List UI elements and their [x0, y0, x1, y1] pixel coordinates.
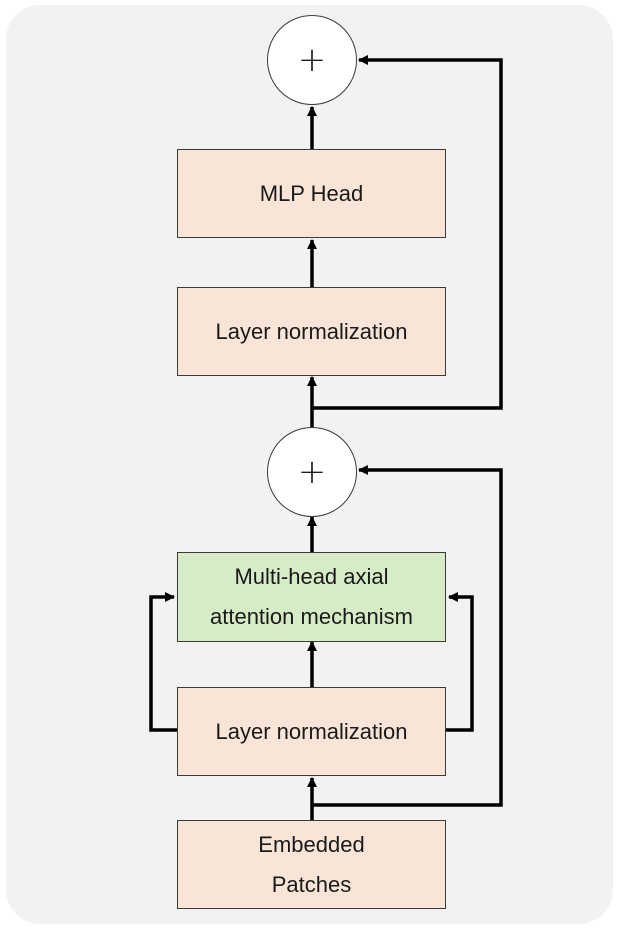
- add-top-node: +: [267, 15, 357, 105]
- edge-layernorm1-to-attention-left: [149, 592, 177, 732]
- edge-skip-embedded-to-add-mid: [312, 465, 503, 807]
- layer-norm-top-label: Layer normalization: [215, 318, 408, 344]
- add-mid-node: +: [267, 427, 357, 517]
- mlp-head-label: MLP Head: [259, 180, 364, 206]
- plus-symbol: +: [297, 40, 327, 80]
- layer-norm-top-box: Layer normalization: [177, 287, 446, 376]
- embedded-patches-box: Embedded Patches: [177, 820, 446, 909]
- edge-skip-add-mid-to-add-top: [312, 55, 503, 410]
- embedded-patches-label: Embedded Patches: [258, 831, 365, 897]
- plus-symbol: +: [297, 452, 327, 492]
- edge-layernorm1-to-attention-right: [446, 592, 474, 732]
- layer-norm-bottom-label: Layer normalization: [215, 718, 408, 744]
- layer-norm-bottom-box: Layer normalization: [177, 687, 446, 776]
- attention-label: Multi-head axial attention mechanism: [210, 564, 413, 629]
- attention-box: Multi-head axial attention mechanism: [177, 552, 446, 642]
- mlp-head-box: MLP Head: [177, 149, 446, 238]
